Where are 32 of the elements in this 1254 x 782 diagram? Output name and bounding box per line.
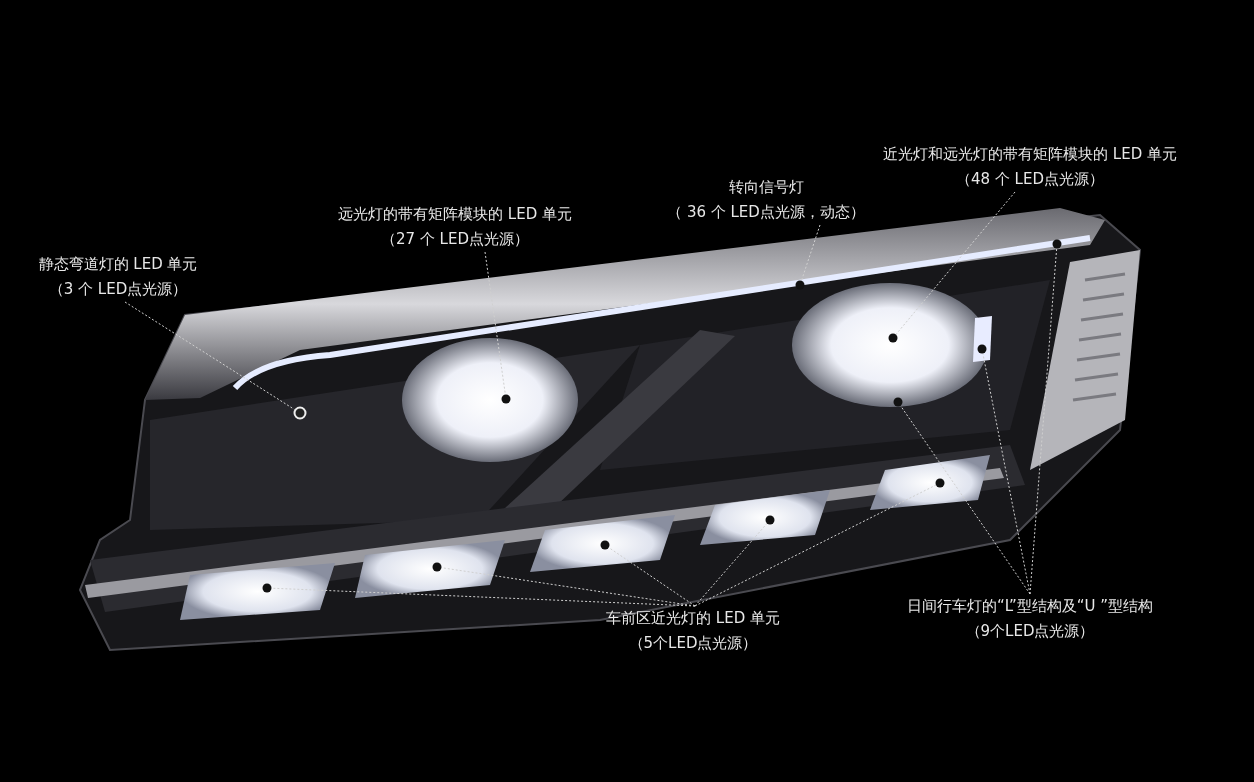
callout-text: 转向信号灯 bbox=[727, 177, 805, 198]
callout-text: （5个LED点光源） bbox=[627, 633, 759, 654]
marker-dot bbox=[262, 583, 272, 593]
leader-line bbox=[608, 547, 696, 607]
callout-text: （9个LED点光源） bbox=[964, 621, 1096, 642]
callout-text: （27 个 LED点光源） bbox=[380, 229, 530, 250]
callout-text: （ 36 个 LED点光源，动态） bbox=[667, 202, 865, 223]
leader-line bbox=[271, 587, 696, 607]
marker-dot bbox=[765, 515, 775, 525]
marker-dot bbox=[501, 394, 511, 404]
callout-text: 近光灯和远光灯的带有矩阵模块的 LED 单元 bbox=[883, 144, 1177, 165]
marker-dot bbox=[888, 333, 898, 343]
callout-text: 远光灯的带有矩阵模块的 LED 单元 bbox=[338, 204, 572, 225]
marker-dot bbox=[893, 397, 903, 407]
leader-line bbox=[124, 301, 295, 410]
leader-line bbox=[484, 251, 506, 396]
leader-line bbox=[1029, 248, 1058, 595]
leader-line bbox=[895, 191, 1016, 336]
callout-text: 静态弯道灯的 LED 单元 bbox=[38, 254, 198, 275]
marker-dot bbox=[600, 540, 610, 550]
leader-line bbox=[694, 484, 937, 607]
marker-dot bbox=[1052, 239, 1062, 249]
callout-text: 车前区近光灯的 LED 单元 bbox=[606, 608, 780, 629]
marker-dot bbox=[795, 280, 805, 290]
callout-text: 日间行车灯的“L”型结构及“U ”型结构 bbox=[906, 596, 1154, 617]
marker-dot bbox=[432, 562, 442, 572]
callout-text: （48 个 LED点光源） bbox=[955, 169, 1105, 190]
marker-dot bbox=[977, 344, 987, 354]
leader-line bbox=[900, 405, 1031, 595]
marker-dot bbox=[935, 478, 945, 488]
leader-line bbox=[694, 522, 768, 607]
callout-text: （3 个 LED点光源） bbox=[47, 279, 189, 300]
